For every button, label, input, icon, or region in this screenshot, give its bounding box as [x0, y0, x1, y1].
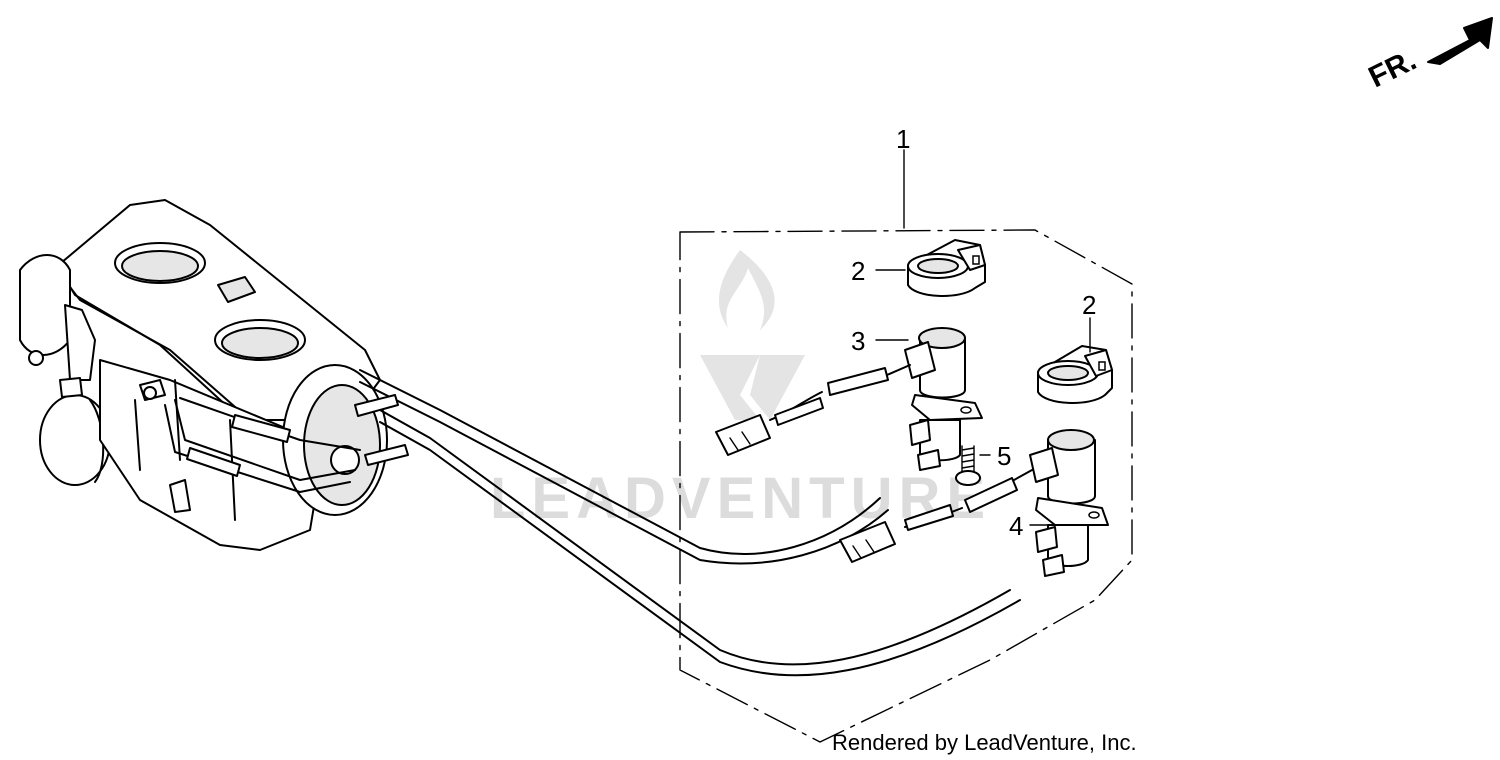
throttle-body-assembly [19, 199, 388, 551]
render-credit: Rendered by LeadVenture, Inc. [832, 730, 1137, 755]
leader-lines [875, 269, 1091, 526]
part-2-mounting-band-lower [1037, 345, 1113, 404]
front-arrow-icon [1427, 17, 1493, 65]
kit-boundary [679, 229, 1133, 743]
part-4-solenoid-valve [839, 429, 1109, 577]
watermark-text: LEADVENTURE [490, 466, 991, 531]
front-direction-indicator: FR. [1364, 17, 1493, 94]
callout-2-lower: 2 [1082, 290, 1096, 320]
callout-2-upper: 2 [851, 256, 865, 286]
callout-3: 3 [851, 326, 865, 356]
part-2-mounting-band-upper [907, 239, 986, 297]
part-3-solenoid-valve [715, 327, 983, 471]
callout-1: 1 [896, 124, 910, 154]
part-5-screw [955, 445, 981, 486]
leadventure-watermark: LEADVENTURE [490, 250, 991, 531]
callout-5: 5 [997, 441, 1011, 471]
fr-label: FR. [1364, 43, 1422, 94]
vacuum-tubes [164, 369, 1021, 677]
callout-4: 4 [1009, 511, 1023, 541]
